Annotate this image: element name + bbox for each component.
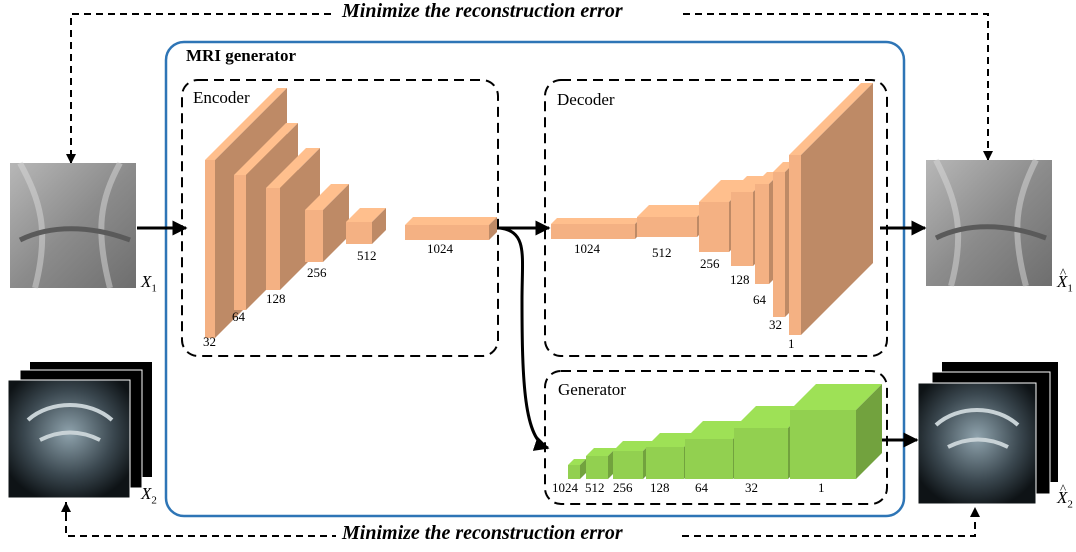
decoder-layer-3-front: [731, 192, 753, 266]
decoder-dim-label: 512: [652, 245, 672, 260]
generator-dim-label: 64: [695, 480, 708, 495]
top-objective-label: Minimize the reconstruction error: [336, 0, 629, 23]
generator-layer-6-front: [790, 410, 856, 479]
generator-layer-3-front: [646, 447, 684, 479]
encoder-layer-5-side: [489, 217, 497, 240]
generator-layer-2-front: [613, 451, 643, 479]
generator-title: Generator: [558, 380, 626, 399]
generator-box: [544, 370, 888, 505]
generator-dim-label: 512: [585, 480, 605, 495]
decoder-dim-label: 1024: [574, 241, 600, 256]
encoder-box: [181, 79, 499, 357]
generator-layer-2-top: [613, 441, 653, 451]
mri-input-stack: [7, 362, 152, 499]
generator-dim-label: 1024: [552, 480, 578, 495]
arrow-encoder-to-generator: [499, 226, 550, 451]
generator-layer-0-side: [580, 459, 586, 479]
generator-dim-label: 256: [613, 480, 633, 495]
encoder-dim-label: 512: [357, 248, 377, 263]
decoder-layer-6-top: [789, 83, 873, 155]
encoder-layer-3-front: [305, 210, 323, 262]
decoder-layer-0-front: [551, 224, 635, 239]
encoder-layer-3-side: [323, 184, 349, 262]
generator-layer-5-front: [734, 428, 788, 479]
decoder-layer-0-top: [551, 218, 641, 224]
generator-layer-6-top: [790, 384, 882, 410]
xray-reconstructed-image: [926, 158, 1052, 287]
generator-dim-label: 1: [818, 480, 825, 495]
encoder-dim-label: 64: [232, 309, 245, 324]
decoder-layer-1-front: [637, 217, 697, 237]
x1-label: X1: [141, 272, 157, 295]
generator-layer-0-front: [568, 465, 580, 479]
decoder-dim-label: 256: [700, 256, 720, 271]
encoder-dim-label: 256: [307, 265, 327, 280]
encoder-layer-4-top: [346, 208, 386, 222]
bottom-objective-label: Minimize the reconstruction error: [336, 522, 629, 545]
encoder-layer-1-front: [234, 175, 246, 310]
decoder-layer-1-top: [637, 205, 709, 217]
generator-dim-label: 32: [745, 480, 758, 495]
encoder-title: Encoder: [193, 88, 250, 107]
mri-generator-title: MRI generator: [186, 46, 296, 65]
x2-label: X2: [141, 484, 157, 507]
encoder-layer-4-side: [372, 208, 386, 244]
generator-dim-label: 128: [650, 480, 670, 495]
encoder-layer-0-top: [205, 88, 287, 160]
x1-hat-label: ^X1: [1057, 265, 1073, 295]
generator-layer-1-top: [586, 448, 616, 456]
encoder-layer-1-top: [234, 123, 298, 175]
generator-layer-6-side: [856, 384, 882, 479]
mri-generator-box: [164, 40, 906, 518]
xray-input-image: [10, 161, 136, 289]
generator-layer-1-front: [586, 456, 608, 479]
encoder-dim-label: 1024: [427, 241, 453, 256]
bottom-feedback-loop: [65, 502, 975, 537]
encoder-layer-3-top: [305, 184, 349, 210]
network-layers: [205, 83, 882, 479]
decoder-dim-label: 128: [730, 272, 750, 287]
decoder-layer-2-front: [699, 202, 729, 252]
encoder-layer-5-front: [405, 225, 489, 240]
encoder-layer-2-top: [266, 148, 320, 188]
encoder-dim-label: 128: [266, 291, 286, 306]
decoder-dim-label: 64: [753, 292, 766, 307]
encoder-dim-label: 32: [203, 334, 216, 349]
decoder-box: [544, 79, 888, 357]
decoder-layer-6-side: [801, 83, 873, 335]
top-feedback-loop-right: [683, 13, 993, 161]
encoder-layer-4-front: [346, 222, 372, 244]
decoder-layer-6-front: [789, 155, 801, 335]
decoder-layer-5-front: [773, 172, 785, 317]
encoder-layer-2-front: [266, 188, 280, 290]
decoder-dim-label: 32: [769, 317, 782, 332]
top-feedback-loop-left: [66, 13, 343, 164]
mri-output-stack: [917, 362, 1058, 505]
encoder-layer-5-top: [405, 217, 497, 225]
decoder-layer-4-front: [755, 184, 769, 284]
decoder-dim-label: 1: [788, 336, 795, 351]
x2-hat-label: ^X2: [1057, 481, 1073, 511]
encoder-layer-0-front: [205, 160, 215, 338]
decoder-title: Decoder: [557, 90, 615, 109]
generator-layer-4-front: [685, 439, 733, 479]
